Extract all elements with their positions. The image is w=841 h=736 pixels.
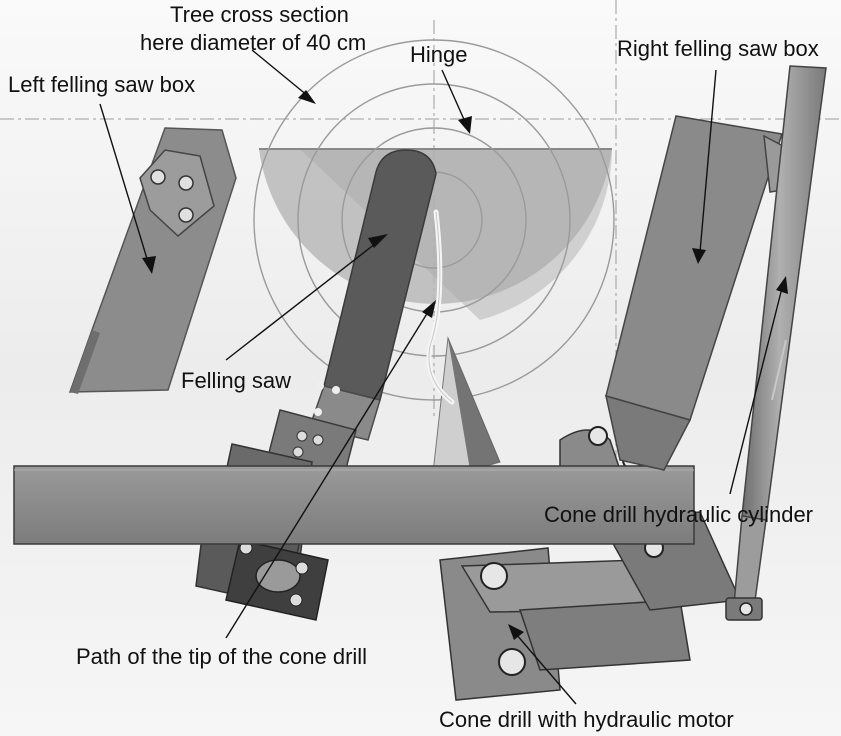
arrow-head: [142, 256, 156, 274]
arrow-head: [458, 116, 472, 134]
label-path-of-cone-drill-tip: Path of the tip of the cone drill: [76, 644, 367, 669]
cone-drill-motor-assembly: [439, 426, 742, 701]
label-hinge: Hinge: [410, 42, 467, 67]
arrow-head: [508, 624, 524, 640]
label-cone-drill-with-hydraulic-motor: Cone drill with hydraulic motor: [439, 707, 734, 732]
label-tree-section-line2: here diameter of 40 cm: [140, 30, 366, 55]
label-tree-section-line1: Tree cross section: [170, 2, 349, 27]
arrow-head: [422, 300, 436, 318]
annotation-arrows: [99, 49, 788, 705]
label-cone-drill-hydraulic-cylinder: Cone drill hydraulic cylinder: [544, 502, 813, 527]
arrow-head: [776, 276, 788, 294]
main-frame-bar: [13, 465, 695, 545]
label-right-felling-saw-box: Right felling saw box: [617, 36, 819, 61]
arrow-head: [298, 90, 316, 104]
arrow-head: [368, 234, 388, 248]
label-left-felling-saw-box: Left felling saw box: [8, 72, 195, 97]
arrow-head: [692, 248, 706, 264]
cone-drill-hydraulic-cylinder: [725, 65, 827, 621]
cone-tip-path-edge: [428, 211, 453, 403]
label-felling-saw: Felling saw: [181, 368, 291, 393]
